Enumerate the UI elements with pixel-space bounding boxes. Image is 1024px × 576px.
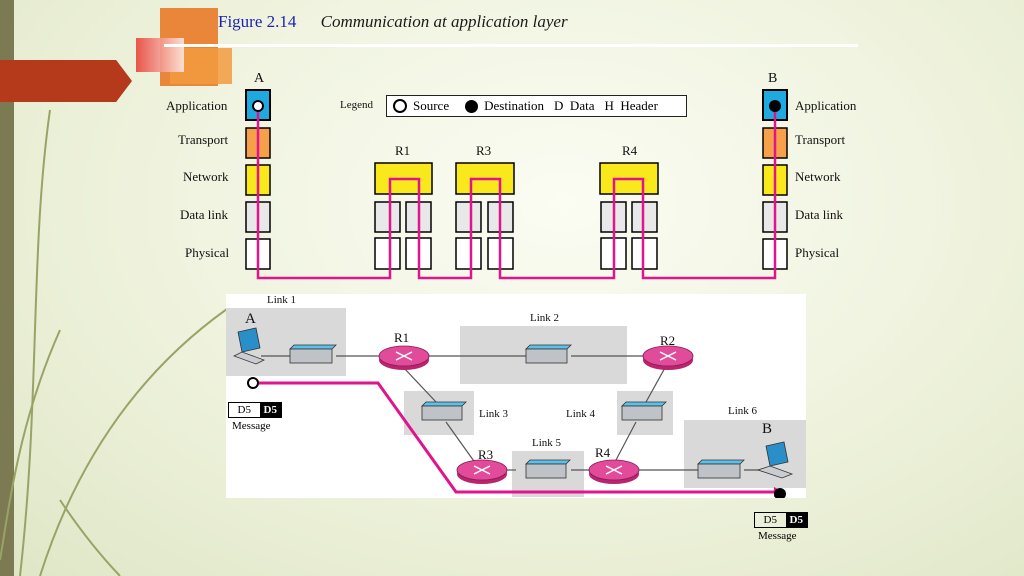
message-label: Message <box>758 530 797 542</box>
router-label-r1-top: R1 <box>395 143 411 158</box>
router-icon-r2 <box>642 345 694 370</box>
router-label-r3-top: R3 <box>476 143 492 158</box>
layer-label-network-left: Network <box>183 169 229 184</box>
link-3-label: Link 3 <box>479 408 509 420</box>
message-source: D5 D5 Message <box>228 402 282 432</box>
router-icon-r3 <box>456 459 508 484</box>
switch-icon <box>621 401 667 421</box>
layer-label-application-left: Application <box>166 98 228 113</box>
layer-label-datalink-left: Data link <box>180 207 229 222</box>
destination-legend-icon <box>465 99 479 113</box>
link-1-label: Link 1 <box>267 294 297 306</box>
layer-label-transport-right: Transport <box>795 132 846 147</box>
message-header: D5 <box>785 513 807 527</box>
layer-label-network-right: Network <box>795 169 841 184</box>
layer-label-application-right: Application <box>795 98 857 113</box>
switch-icon <box>525 344 572 364</box>
link-2-label: Link 2 <box>530 312 560 324</box>
link-6-label: Link 6 <box>728 405 758 417</box>
layer-label-transport-left: Transport <box>178 132 229 147</box>
source-marker-bottom <box>247 377 259 389</box>
legend-heading: Legend <box>340 99 373 111</box>
message-data: D5 <box>237 404 251 416</box>
switch-icon <box>525 459 571 479</box>
source-marker <box>252 100 264 112</box>
message-header: D5 <box>259 403 281 417</box>
router-label-r3: R3 <box>478 447 494 462</box>
communication-path-bottom <box>253 381 774 494</box>
host-a-label: A <box>254 71 265 86</box>
figure-caption: Communication at application layer <box>320 12 568 31</box>
router-icon-r4 <box>588 459 640 484</box>
switch-icon <box>697 459 745 479</box>
slide-arrow-tab <box>0 60 132 102</box>
legend-destination: Destination <box>484 98 545 113</box>
laptop-icon-b <box>756 441 794 479</box>
layer-label-physical-left: Physical <box>185 245 230 260</box>
switch-icon <box>289 344 337 364</box>
switch-icon <box>421 401 467 421</box>
figure-number: Figure 2.14 <box>218 12 297 31</box>
title-underline <box>164 44 858 47</box>
destination-marker-bottom <box>774 488 786 498</box>
host-b-label: B <box>768 71 778 86</box>
figure-title: Figure 2.14 Communication at application… <box>218 12 568 32</box>
message-box-source: D5 D5 <box>228 402 282 418</box>
source-legend-icon <box>393 99 407 113</box>
message-data: D5 <box>763 514 777 526</box>
communication-path-top <box>256 106 777 280</box>
left-accent-bar <box>0 0 14 576</box>
message-box-destination: D5 D5 <box>754 512 808 528</box>
legend-header: H Header <box>604 98 658 113</box>
legend-box: Source Destination D Data H Header <box>386 95 687 117</box>
destination-marker <box>769 100 781 112</box>
protocol-stack-diagram <box>245 89 788 280</box>
legend-data: D Data <box>554 98 595 113</box>
network-host-b-label: B <box>762 421 773 437</box>
link-4-label: Link 4 <box>566 408 596 420</box>
network-host-a-label: A <box>245 311 256 327</box>
layer-label-physical-right: Physical <box>795 245 840 260</box>
router-label-r2: R2 <box>660 333 676 348</box>
network-diagram <box>226 308 806 498</box>
legend-source: Source <box>413 98 450 113</box>
message-destination: D5 D5 Message <box>754 512 808 542</box>
router-label-r1: R1 <box>394 330 410 345</box>
laptop-icon-a <box>232 327 266 365</box>
router-label-r4-top: R4 <box>622 143 638 158</box>
message-label: Message <box>232 420 271 432</box>
router-icon-r1 <box>378 345 430 370</box>
layer-label-datalink-right: Data link <box>795 207 844 222</box>
decorative-leaves <box>0 109 240 576</box>
router-label-r4: R4 <box>595 445 611 460</box>
deco-square-3 <box>136 38 184 72</box>
link-5-label: Link 5 <box>532 437 562 449</box>
